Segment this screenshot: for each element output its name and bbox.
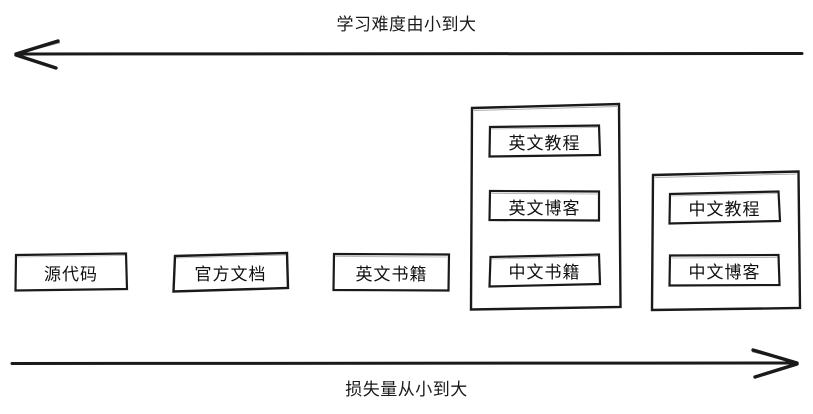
node-chinese-books[interactable]: 中文书籍 <box>488 253 602 288</box>
node-official-docs[interactable]: 官方文档 <box>172 251 290 293</box>
node-label: 源代码 <box>44 264 98 285</box>
group-chinese: 中文教程 中文博客 <box>650 170 802 312</box>
node-label: 中文教程 <box>688 200 761 220</box>
node-label: 中文博客 <box>688 263 761 283</box>
arrow-left-icon <box>14 39 804 70</box>
bottom-axis-label: 损失量从小到大 <box>345 380 468 400</box>
node-chinese-blogs[interactable]: 中文博客 <box>668 253 781 288</box>
arrow-right-icon <box>10 348 799 379</box>
node-source-code[interactable]: 源代码 <box>14 252 129 292</box>
node-chinese-tutorials[interactable]: 中文教程 <box>668 190 782 225</box>
node-label: 英文教程 <box>508 133 581 154</box>
node-label: 英文博客 <box>508 198 581 219</box>
node-english-blogs[interactable]: 英文博客 <box>488 189 601 223</box>
node-label: 中文书籍 <box>508 263 581 283</box>
group-english-mixed: 英文教程 英文博客 中文书籍 <box>469 102 622 311</box>
node-label: 英文书籍 <box>355 265 428 285</box>
node-label: 官方文档 <box>194 264 267 285</box>
top-axis-label: 学习难度由小到大 <box>336 15 477 35</box>
node-english-tutorials[interactable]: 英文教程 <box>488 124 602 158</box>
node-english-books[interactable]: 英文书籍 <box>332 252 451 293</box>
